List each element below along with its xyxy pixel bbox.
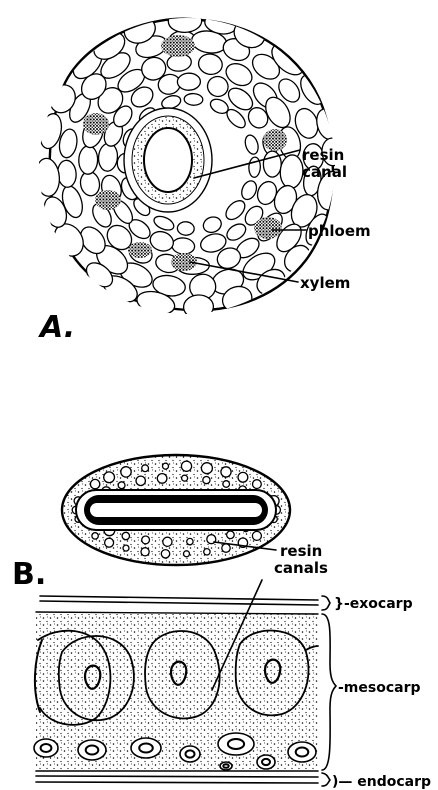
resin-canal-dot — [141, 548, 149, 556]
endocarp-brace — [322, 773, 330, 786]
phloem-patch-bottom-left — [128, 242, 152, 258]
small-cell-canal — [223, 764, 228, 768]
resin-canal-dot — [122, 532, 129, 539]
resin-canal-dot — [157, 474, 167, 484]
resin-canal-dot — [105, 538, 114, 547]
cell — [243, 133, 260, 155]
small-cell-canal — [86, 746, 99, 755]
xylem-label: xylem — [300, 274, 350, 292]
cell — [177, 221, 195, 236]
panel-a-cross-section: resin canal phloem xylem A. — [34, 9, 371, 345]
cell — [34, 157, 61, 197]
resin-canal-dot — [161, 550, 169, 558]
exocarp-brace — [322, 596, 330, 610]
panel-a-letter: A. — [38, 310, 75, 345]
phloem-patch-right-upper — [263, 129, 287, 151]
resin-canal-dot — [123, 545, 129, 551]
resin-canal-dot — [136, 476, 145, 485]
resin-canal-dot — [203, 477, 210, 484]
cell — [177, 73, 200, 90]
cell — [152, 214, 176, 233]
small-cell-canal — [262, 759, 270, 765]
cell — [201, 215, 223, 235]
resin-canal-dot — [187, 538, 193, 544]
resin-canal-dot — [204, 549, 210, 555]
panel-b-fruit-section: resin canals B. — [12, 455, 328, 592]
resin-canals-label-line1: resin — [280, 542, 322, 560]
cell — [296, 71, 329, 108]
cell — [279, 154, 304, 189]
resin-canal-dot — [184, 551, 190, 557]
small-cell-canal — [139, 744, 153, 753]
resin-canal-dot — [121, 467, 131, 477]
resin-canal-dot — [222, 544, 230, 552]
resin-canal-dot — [181, 461, 191, 471]
resin-canal-dot — [238, 472, 248, 482]
cell — [78, 145, 98, 174]
cell — [239, 179, 259, 202]
resin-canal-dot — [252, 531, 261, 540]
small-cell-canal — [296, 748, 309, 757]
mesocarp-label: -mesocarp — [338, 680, 421, 696]
cell — [205, 74, 231, 100]
mesocarp-brace — [322, 614, 336, 770]
resin-canal-dot — [104, 472, 115, 483]
pericarp-detail: }-exocarp -mesocarp )— endocarp — [34, 580, 431, 790]
resin-canal — [124, 108, 212, 212]
resin-canal-dot — [163, 463, 169, 469]
resin-canals-label-line2: canals — [274, 559, 328, 577]
resin-canal-dot — [221, 467, 231, 477]
resin-canal-dot — [90, 479, 99, 488]
resin-canal-dot — [253, 480, 262, 489]
phloem-patch-top — [161, 35, 195, 57]
cell — [184, 93, 203, 106]
phloem-label: phloem — [308, 222, 371, 240]
small-cell-canal — [228, 739, 244, 749]
cell — [97, 142, 118, 172]
resin-canal-label-line2: canal — [302, 163, 347, 181]
exocarp-label: }-exocarp — [334, 596, 413, 612]
phloem-patch-left-upper — [83, 113, 109, 135]
small-cell-canal — [41, 744, 52, 752]
panel-b-letter: B. — [12, 557, 46, 592]
resin-canal-dot — [182, 475, 188, 481]
phloem-patch-right — [254, 217, 282, 239]
cell — [313, 106, 341, 142]
small-cell-canal — [186, 750, 195, 757]
seed — [76, 490, 276, 530]
cell — [248, 157, 260, 178]
resin-canal-dot — [227, 531, 235, 539]
resin-canal-dot — [163, 537, 172, 546]
cell — [171, 237, 195, 255]
endocarp-label: )— endocarp — [332, 774, 431, 790]
cell — [168, 9, 202, 33]
resin-canal-dot — [142, 465, 149, 472]
cell — [183, 294, 214, 319]
cell — [197, 52, 224, 77]
phloem-patch-left-lower — [95, 190, 121, 210]
resin-canal-dot — [142, 536, 150, 544]
resin-canal-label-line1: resin — [302, 146, 344, 164]
cell — [222, 197, 248, 223]
resin-canal-dot — [118, 482, 125, 489]
resin-canal-dot — [92, 533, 98, 539]
resin-canal-dot — [201, 463, 212, 474]
resin-canal-dot — [223, 481, 230, 488]
